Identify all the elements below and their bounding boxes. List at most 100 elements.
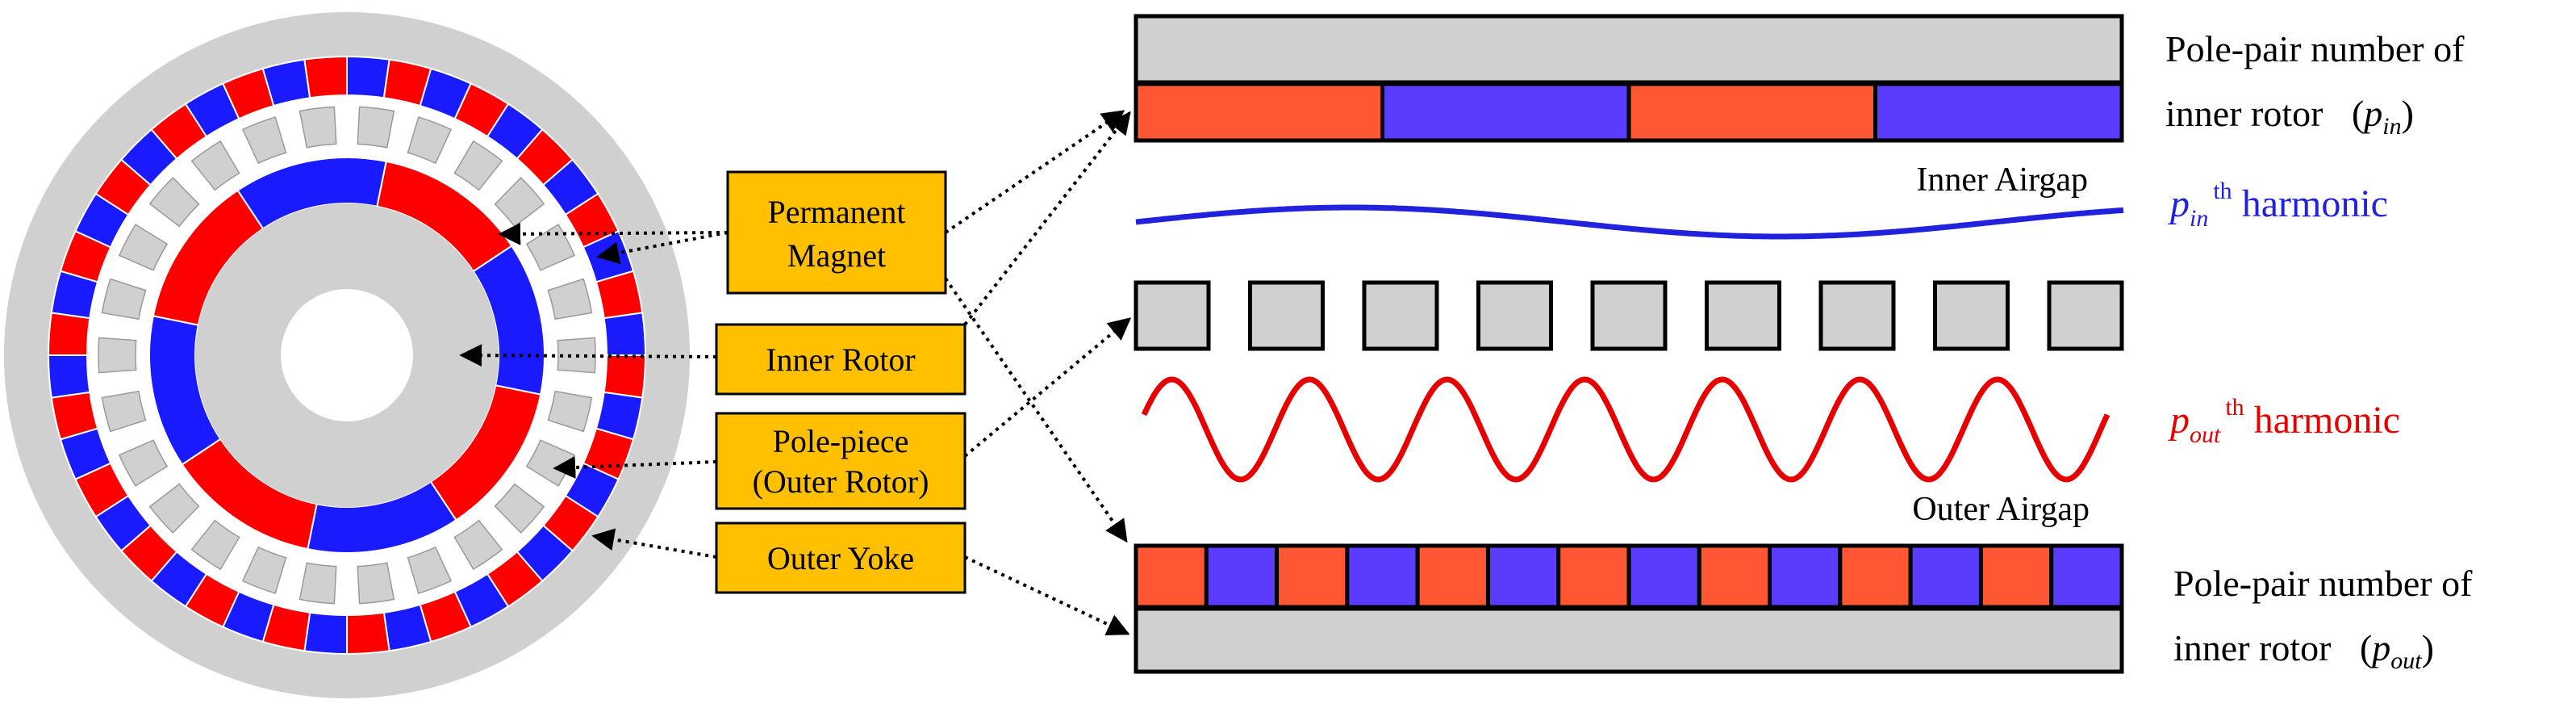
outer-magnet-segment	[303, 55, 348, 99]
pole-piece-block	[98, 337, 137, 374]
inner-pole-pair-line1: Pole-pair number of	[2165, 28, 2465, 69]
pole-piece-block	[101, 390, 147, 433]
pole-piece-block	[118, 224, 169, 271]
pole-piece-block	[547, 390, 593, 433]
linear-outer-magnet-block	[1204, 543, 1280, 610]
pole-piece-block	[494, 483, 545, 534]
pole-piece-strip	[1134, 280, 2124, 351]
dotted-arrow-icon	[459, 344, 717, 367]
linear-outer-magnet-block	[1838, 543, 1913, 610]
linear-inner-magnet-block	[1380, 82, 1631, 143]
outer-magnet-segment	[47, 312, 91, 356]
shaft-hole	[281, 289, 413, 421]
pole-piece-block	[299, 562, 337, 605]
callout-outer-yoke: Outer Yoke	[715, 522, 967, 594]
inner-rotor-yoke-bar	[1134, 14, 2124, 85]
linear-pole-piece-block	[2047, 280, 2124, 351]
outer-yoke-bar	[1134, 606, 2124, 674]
outer-pole-pair-subscript: out	[2390, 647, 2422, 674]
inner-harmonic-symbol: p	[2168, 182, 2190, 225]
dotted-arrow-icon	[498, 222, 729, 245]
callout-outer-yoke-label: Outer Yoke	[767, 540, 914, 576]
pole-piece-block	[190, 140, 240, 191]
outer-airgap-label: Outer Airgap	[1912, 491, 2090, 528]
pole-piece-block	[453, 519, 503, 571]
outer-magnet-segment	[346, 611, 390, 656]
outer-magnet-segment	[603, 354, 647, 399]
outer-magnet-segment	[346, 55, 390, 99]
callout-permanent-magnet-line1: Permanent	[767, 194, 905, 230]
linear-pole-piece-block	[1362, 280, 1439, 351]
pole-piece-block	[547, 278, 593, 320]
callout-permanent-magnet-line2: Magnet	[787, 237, 886, 274]
pole-piece-block	[407, 546, 453, 594]
inner-airgap-label: Inner Airgap	[1916, 161, 2088, 199]
linear-inner-magnet-block	[1134, 82, 1384, 143]
inner-harmonic-subscript: in	[2190, 205, 2208, 232]
linear-pole-piece-block	[1705, 280, 1781, 351]
linear-pole-piece-block	[1134, 280, 1211, 351]
pole-piece-block	[118, 439, 169, 487]
arrows-to-circle	[459, 222, 729, 559]
inner-magnet-ring	[148, 157, 545, 554]
outer-pole-pair-symbol: p	[2369, 627, 2390, 668]
linear-outer-magnet-block	[1134, 543, 1209, 610]
outer-pole-pair-line1: Pole-pair number of	[2173, 563, 2473, 604]
pole-piece-block	[101, 278, 147, 320]
linear-outer-magnet-block	[1978, 543, 2054, 610]
outer-harmonic-subscript: out	[2190, 421, 2221, 448]
arrows-to-linear	[944, 110, 1132, 635]
inner-harmonic-wave	[1135, 204, 2124, 240]
outer-magnet-ring	[47, 55, 647, 656]
linear-inner-magnet-block	[1626, 82, 1877, 143]
outer-harmonic-symbol: p	[2168, 399, 2190, 442]
outer-harmonic-label: poutth harmonic	[2168, 394, 2400, 448]
outer-harmonic-superscript: th	[2225, 394, 2244, 421]
outer-pole-pair-label: Pole-pair number of inner rotor (pout)	[2173, 563, 2473, 674]
pole-piece-block	[357, 562, 395, 605]
linear-pole-piece-block	[1590, 280, 1668, 351]
linear-pole-piece-block	[1476, 280, 1553, 351]
linear-outer-magnet-block	[1697, 543, 1772, 610]
pole-piece-block	[453, 140, 503, 191]
inner-magnet-strip	[1134, 82, 2124, 143]
linear-outer-magnet-block	[1345, 543, 1420, 610]
dotted-arrow-icon	[963, 111, 1131, 326]
outer-magnet-segment	[603, 312, 647, 356]
dotted-arrow-icon	[964, 555, 1130, 635]
linear-outer-magnet-block	[1768, 543, 1843, 610]
outer-harmonic-text: harmonic	[2254, 399, 2400, 442]
callout-permanent-magnet: Permanent Magnet	[726, 170, 947, 295]
callout-pole-piece-line2: (Outer Rotor)	[753, 463, 929, 500]
dotted-arrow-icon	[963, 317, 1132, 458]
outer-magnet-segment	[47, 354, 91, 399]
dotted-arrow-icon	[944, 277, 1128, 543]
inner-pole-pair-symbol: p	[2361, 93, 2382, 134]
linear-outer-magnet-block	[1626, 543, 1701, 610]
linear-pole-piece-block	[1818, 280, 1896, 351]
outer-harmonic-wave	[1141, 376, 2110, 483]
linear-outer-magnet-block	[1556, 543, 1631, 610]
dotted-arrow-icon	[596, 231, 729, 265]
linear-outer-magnet-block	[2049, 543, 2124, 610]
linear-inner-magnet-block	[1873, 82, 2124, 143]
callout-pole-piece: Pole-piece (Outer Rotor)	[715, 412, 967, 510]
dotted-arrow-icon	[944, 110, 1125, 234]
inner-pole-pair-subscript: in	[2382, 113, 2401, 140]
outer-pole-pair-line2: inner rotor (pout)	[2173, 627, 2434, 674]
inner-pole-pair-line2: inner rotor (pin)	[2165, 93, 2414, 140]
linear-outer-magnet-block	[1485, 543, 1561, 610]
pole-piece-block	[407, 116, 453, 165]
inner-harmonic-superscript: th	[2213, 178, 2232, 204]
pole-piece-block	[241, 546, 287, 594]
dotted-arrow-icon	[553, 456, 717, 479]
linear-view: Inner Airgap Outer Airgap	[1134, 14, 2124, 674]
pole-piece-block	[148, 177, 200, 228]
outer-magnet-segment	[303, 611, 348, 656]
callout-inner-rotor: Inner Rotor	[715, 323, 967, 396]
outer-magnet-strip	[1134, 543, 2124, 610]
pole-piece-block	[299, 106, 337, 149]
